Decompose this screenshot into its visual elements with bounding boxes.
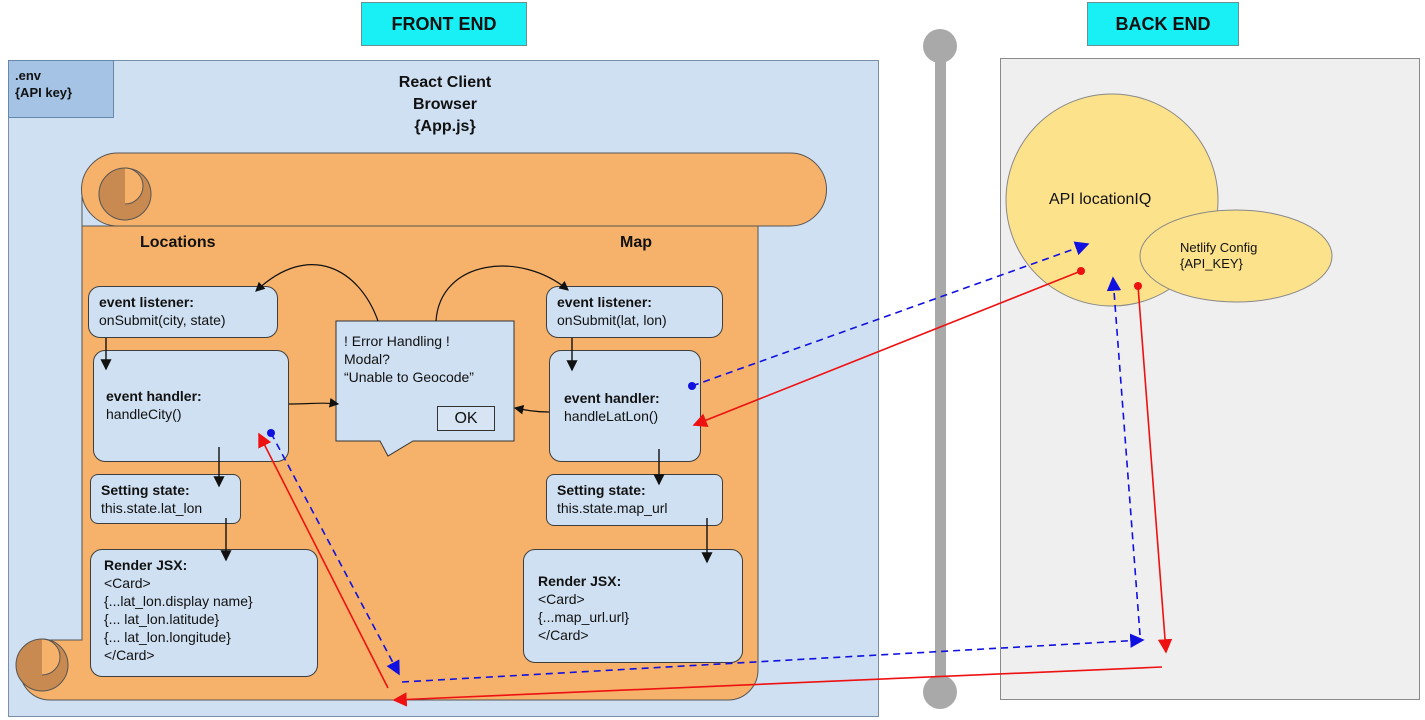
handlelatlon-to-modal-arrow	[513, 404, 550, 415]
request-arrow-up-to-api	[1106, 276, 1141, 636]
api-locationiq-label: API locationIQ	[1049, 191, 1152, 208]
setting-state-body: this.state.map_url	[557, 500, 668, 516]
locations-label: Locations	[140, 234, 216, 251]
render-jsx-line: <Card>	[538, 591, 585, 607]
render-jsx-line: </Card>	[104, 647, 155, 663]
divider-top-knob	[923, 29, 957, 63]
ok-button[interactable]: OK	[437, 406, 495, 431]
map-label: Map	[620, 234, 652, 251]
response-arrow-to-frontend	[392, 666, 1163, 707]
event-listener-body: onSubmit(lat, lon)	[557, 312, 667, 328]
modal-title: ! Error Handling !	[344, 333, 450, 349]
render-jsx-title: Render JSX:	[104, 557, 188, 573]
modal-to-map-listener-arrow	[435, 265, 569, 322]
render-jsx-line: <Card>	[104, 575, 151, 591]
env-label: .env	[15, 68, 42, 83]
netlify-config: Netlify Config {API_KEY}	[1180, 240, 1257, 272]
app-js-line: {App.js}	[414, 118, 476, 135]
front-end-header-label: FRONT END	[391, 13, 497, 34]
response-arrow-down	[1137, 285, 1173, 654]
render-jsx-line: {... lat_lon.longitude}	[104, 629, 231, 645]
request-arrow-down	[270, 432, 400, 676]
event-listener-title: event listener:	[99, 294, 194, 310]
modal-question: Modal?	[344, 351, 390, 367]
event-listener-title: event listener:	[557, 294, 652, 310]
modal-message: “Unable to Geocode”	[344, 369, 474, 385]
setting-state-title: Setting state:	[101, 482, 190, 498]
setting-state-body: this.state.lat_lon	[101, 500, 203, 516]
locations-event-listener-box: event listener: onSubmit(city, state)	[88, 286, 278, 338]
netlify-ellipse	[1139, 209, 1333, 303]
request-arrow-to-backend	[401, 633, 1145, 683]
setting-state-title: Setting state:	[557, 482, 646, 498]
render-jsx-line: {...map_url.url}	[538, 609, 630, 625]
map-request-arrow	[691, 241, 1090, 387]
netlify-config-label: Netlify Config	[1180, 240, 1258, 255]
react-client-title: React Client Browser {App.js}	[340, 72, 550, 138]
event-handler-body: handleCity()	[106, 406, 182, 422]
divider-bar	[935, 60, 946, 682]
event-listener-body: onSubmit(city, state)	[99, 312, 226, 328]
env-box: .env {API key}	[8, 60, 114, 118]
render-jsx-title: Render JSX:	[538, 573, 622, 589]
render-jsx-line: {... lat_lon.latitude}	[104, 611, 220, 627]
locations-event-handler-box: event handler: handleCity()	[93, 350, 289, 462]
render-jsx-line: </Card>	[538, 627, 589, 643]
event-handler-body: handleLatLon()	[564, 408, 659, 424]
divider-bottom-knob	[923, 675, 957, 709]
event-handler-title: event handler:	[564, 390, 660, 406]
locations-render-jsx-box: Render JSX: <Card> {...lat_lon.display n…	[90, 549, 318, 677]
front-end-header: FRONT END	[361, 2, 527, 46]
netlify-api-key-label: {API_KEY}	[1180, 256, 1243, 271]
browser-line: Browser	[412, 96, 478, 113]
back-end-header: BACK END	[1087, 2, 1239, 46]
env-api-key-label: {API key}	[15, 85, 73, 100]
event-handler-title: event handler:	[106, 388, 202, 404]
render-jsx-line: {...lat_lon.display name}	[104, 593, 253, 609]
modal-to-locations-listener-arrow	[255, 264, 379, 322]
map-render-jsx-box: Render JSX: <Card> {...map_url.url} </Ca…	[523, 549, 743, 663]
map-event-listener-box: event listener: onSubmit(lat, lon)	[546, 286, 723, 338]
response-arrow-up-to-handler	[258, 432, 389, 689]
map-response-arrow	[692, 270, 1082, 427]
error-modal: ! Error Handling ! Modal? “Unable to Geo…	[344, 332, 509, 386]
handlecity-to-modal-arrow	[288, 397, 340, 408]
back-end-header-label: BACK END	[1115, 13, 1211, 34]
react-client-line: React Client	[398, 74, 492, 91]
map-setting-state-box: Setting state: this.state.map_url	[546, 474, 723, 526]
